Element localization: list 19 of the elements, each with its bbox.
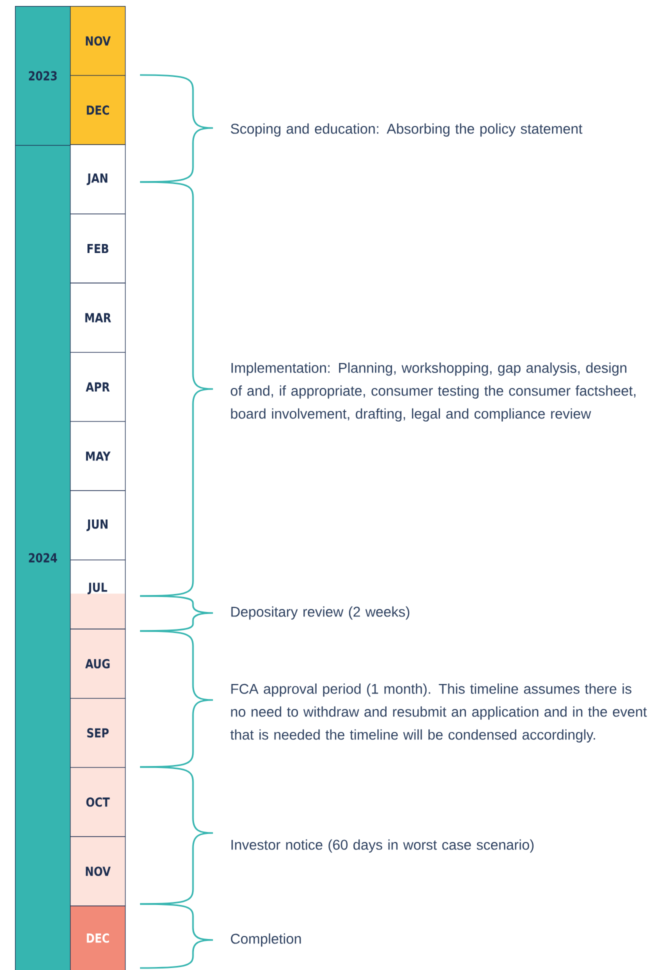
month-cell: JAN bbox=[70, 144, 126, 214]
month-cell: MAR bbox=[70, 282, 126, 353]
phase-text: Depositary review (2 weeks) bbox=[231, 606, 410, 620]
month-cell: SEP bbox=[70, 698, 126, 768]
month-cell: JUL bbox=[70, 560, 126, 630]
phase-text: Completion bbox=[230, 933, 301, 947]
phase-text: Implementation: Planning, workshopping, gap analysis, design of and, if appropriate, consumer testing the consumer factsheet, board involvement, drafting, legal and compliance review bbox=[230, 362, 636, 422]
year-band: 2023 bbox=[15, 6, 71, 146]
month-cell: OCT bbox=[70, 767, 126, 837]
month-cell: APR bbox=[70, 352, 126, 422]
month-cell: FEB bbox=[70, 214, 126, 284]
month-cell: MAY bbox=[70, 421, 126, 491]
month-cell: NOV bbox=[70, 836, 126, 906]
phase-text: Investor notice (60 days in worst case scenario) bbox=[232, 839, 534, 853]
month-cell: NOV bbox=[70, 6, 126, 76]
month-cell: DEC bbox=[70, 906, 126, 970]
phase-text: FCA approval period (1 month). This timeline assumes there is no need to withdraw and resubmit an application and in the event that is needed the timeline will be condensed accordingly. bbox=[230, 684, 647, 743]
phase-text: Scoping and education: Absorbing the policy statement bbox=[230, 123, 582, 137]
month-cell: DEC bbox=[70, 75, 126, 145]
